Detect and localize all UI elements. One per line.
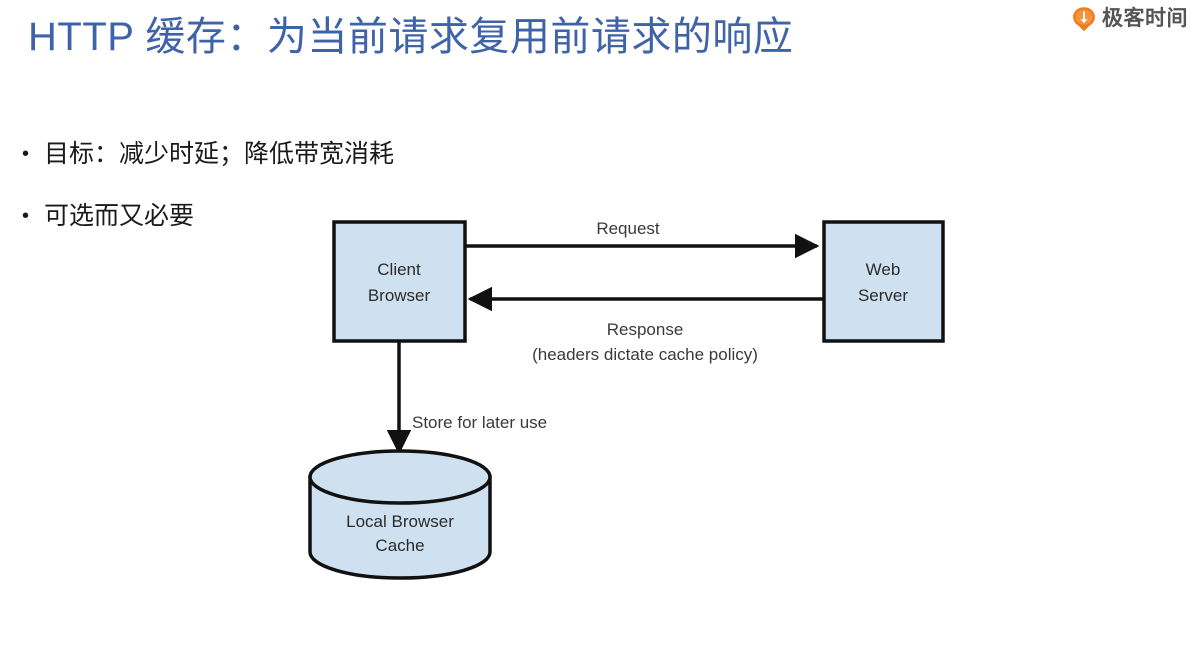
store-label: Store for later use <box>412 413 547 432</box>
request-label: Request <box>596 219 660 238</box>
web-server-label-line1: Web <box>866 260 901 279</box>
web-server-box <box>822 220 945 343</box>
brand-logo: 极客时间 <box>1071 4 1188 34</box>
client-browser-box <box>332 220 467 343</box>
node-web-server: Web Server <box>822 220 945 343</box>
list-item: • 可选而又必要 <box>22 198 394 234</box>
bullet-text: 目标：减少时延；降低带宽消耗 <box>44 140 395 168</box>
bullet-marker-icon: • <box>22 205 30 227</box>
edge-request: Request <box>466 219 820 259</box>
list-item: • 目标：减少时延；降低带宽消耗 <box>22 136 394 172</box>
geektime-logo-icon <box>1073 7 1095 32</box>
cache-cylinder-body <box>308 475 492 580</box>
node-client-browser: Client Browser <box>332 220 467 343</box>
brand-name: 极客时间 <box>1102 7 1188 30</box>
bullet-marker-icon: • <box>22 143 30 165</box>
response-label-line2: (headers dictate cache policy) <box>532 345 758 364</box>
client-browser-label-line2: Browser <box>368 286 431 305</box>
cache-cylinder-top <box>308 449 492 505</box>
web-server-label-line2: Server <box>858 286 908 305</box>
client-browser-label-line1: Client <box>377 260 421 279</box>
bullet-text: 可选而又必要 <box>44 202 195 230</box>
diagram-canvas: Request Response (headers dictate cache … <box>308 219 945 580</box>
http-cache-flow-diagram: Request Response (headers dictate cache … <box>290 200 990 600</box>
cache-label-line2: Cache <box>375 536 424 555</box>
edge-store: Store for later use <box>386 341 547 455</box>
node-local-browser-cache: Local Browser Cache <box>308 449 492 580</box>
cache-label-line1: Local Browser <box>346 512 454 531</box>
response-label-line1: Response <box>607 320 684 339</box>
page-title: HTTP 缓存：为当前请求复用前请求的响应 <box>28 15 794 59</box>
edge-response: Response (headers dictate cache policy) <box>467 286 823 364</box>
bullet-list: • 目标：减少时延；降低带宽消耗 • 可选而又必要 <box>22 136 394 260</box>
